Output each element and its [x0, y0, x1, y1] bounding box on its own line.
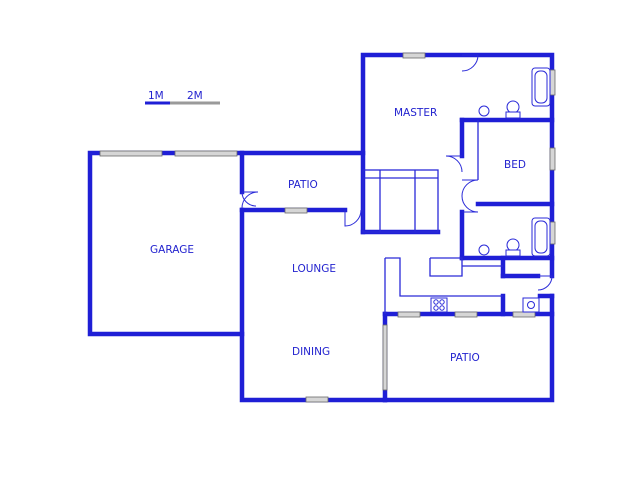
garage-wall: [87, 150, 245, 337]
scale-bar: 1M 2M: [145, 90, 220, 105]
ensuite-window: [549, 69, 556, 96]
ensuite-door-swing: [461, 54, 479, 72]
slider-door: [382, 324, 388, 391]
scale-label-2m: 2M: [187, 90, 203, 102]
windows: [99, 52, 556, 403]
kitchen-window-2: [454, 311, 478, 318]
patio-bottom-wall: [382, 293, 555, 403]
patio-window: [284, 207, 308, 214]
kitchen-door-swing: [537, 275, 553, 291]
wardrobe: [362, 169, 439, 233]
garage-window-2: [174, 150, 238, 157]
bath-window: [549, 221, 556, 245]
bath-door-swing: [461, 195, 479, 213]
room-label-bed: BED: [504, 159, 526, 171]
room-label-garage: GARAGE: [150, 244, 194, 256]
scale-label-1m: 1M: [148, 90, 164, 102]
room-label-master: MASTER: [394, 107, 437, 119]
doors: [241, 54, 553, 291]
toilet-icon: [506, 100, 520, 114]
bathroom-fixtures: [478, 67, 551, 257]
toilet-2-icon: [506, 238, 520, 252]
basin-icon: [478, 105, 490, 117]
stove-icon: [430, 297, 448, 313]
room-label-dining: DINING: [292, 346, 330, 358]
room-label-patio-top: PATIO: [288, 179, 318, 191]
master-door-swing: [445, 155, 463, 173]
master-window: [402, 52, 426, 59]
garage-entry-swing: [241, 191, 257, 207]
garage-window-1: [99, 150, 163, 157]
basin-2-icon: [478, 244, 490, 256]
bed-door-swing: [461, 179, 479, 197]
lounge-dining-wall: [239, 207, 388, 403]
kitchen-counter: [385, 257, 503, 297]
kitchen-fixtures: [430, 297, 540, 313]
kitchen-window-3: [512, 311, 536, 318]
passage-counter: [429, 257, 463, 277]
kitchen-window-1: [397, 311, 421, 318]
room-labels: MASTER BED PATIO GARAGE LOUNGE DINING PA…: [150, 107, 526, 364]
garage-door-swing: [241, 191, 259, 209]
dining-window: [305, 396, 329, 403]
room-label-patio-bottom: PATIO: [450, 352, 480, 364]
room-label-lounge: LOUNGE: [292, 263, 336, 275]
patio-door-swing: [344, 209, 362, 227]
fixtures-outline: [362, 120, 503, 314]
bed-window: [549, 147, 556, 171]
